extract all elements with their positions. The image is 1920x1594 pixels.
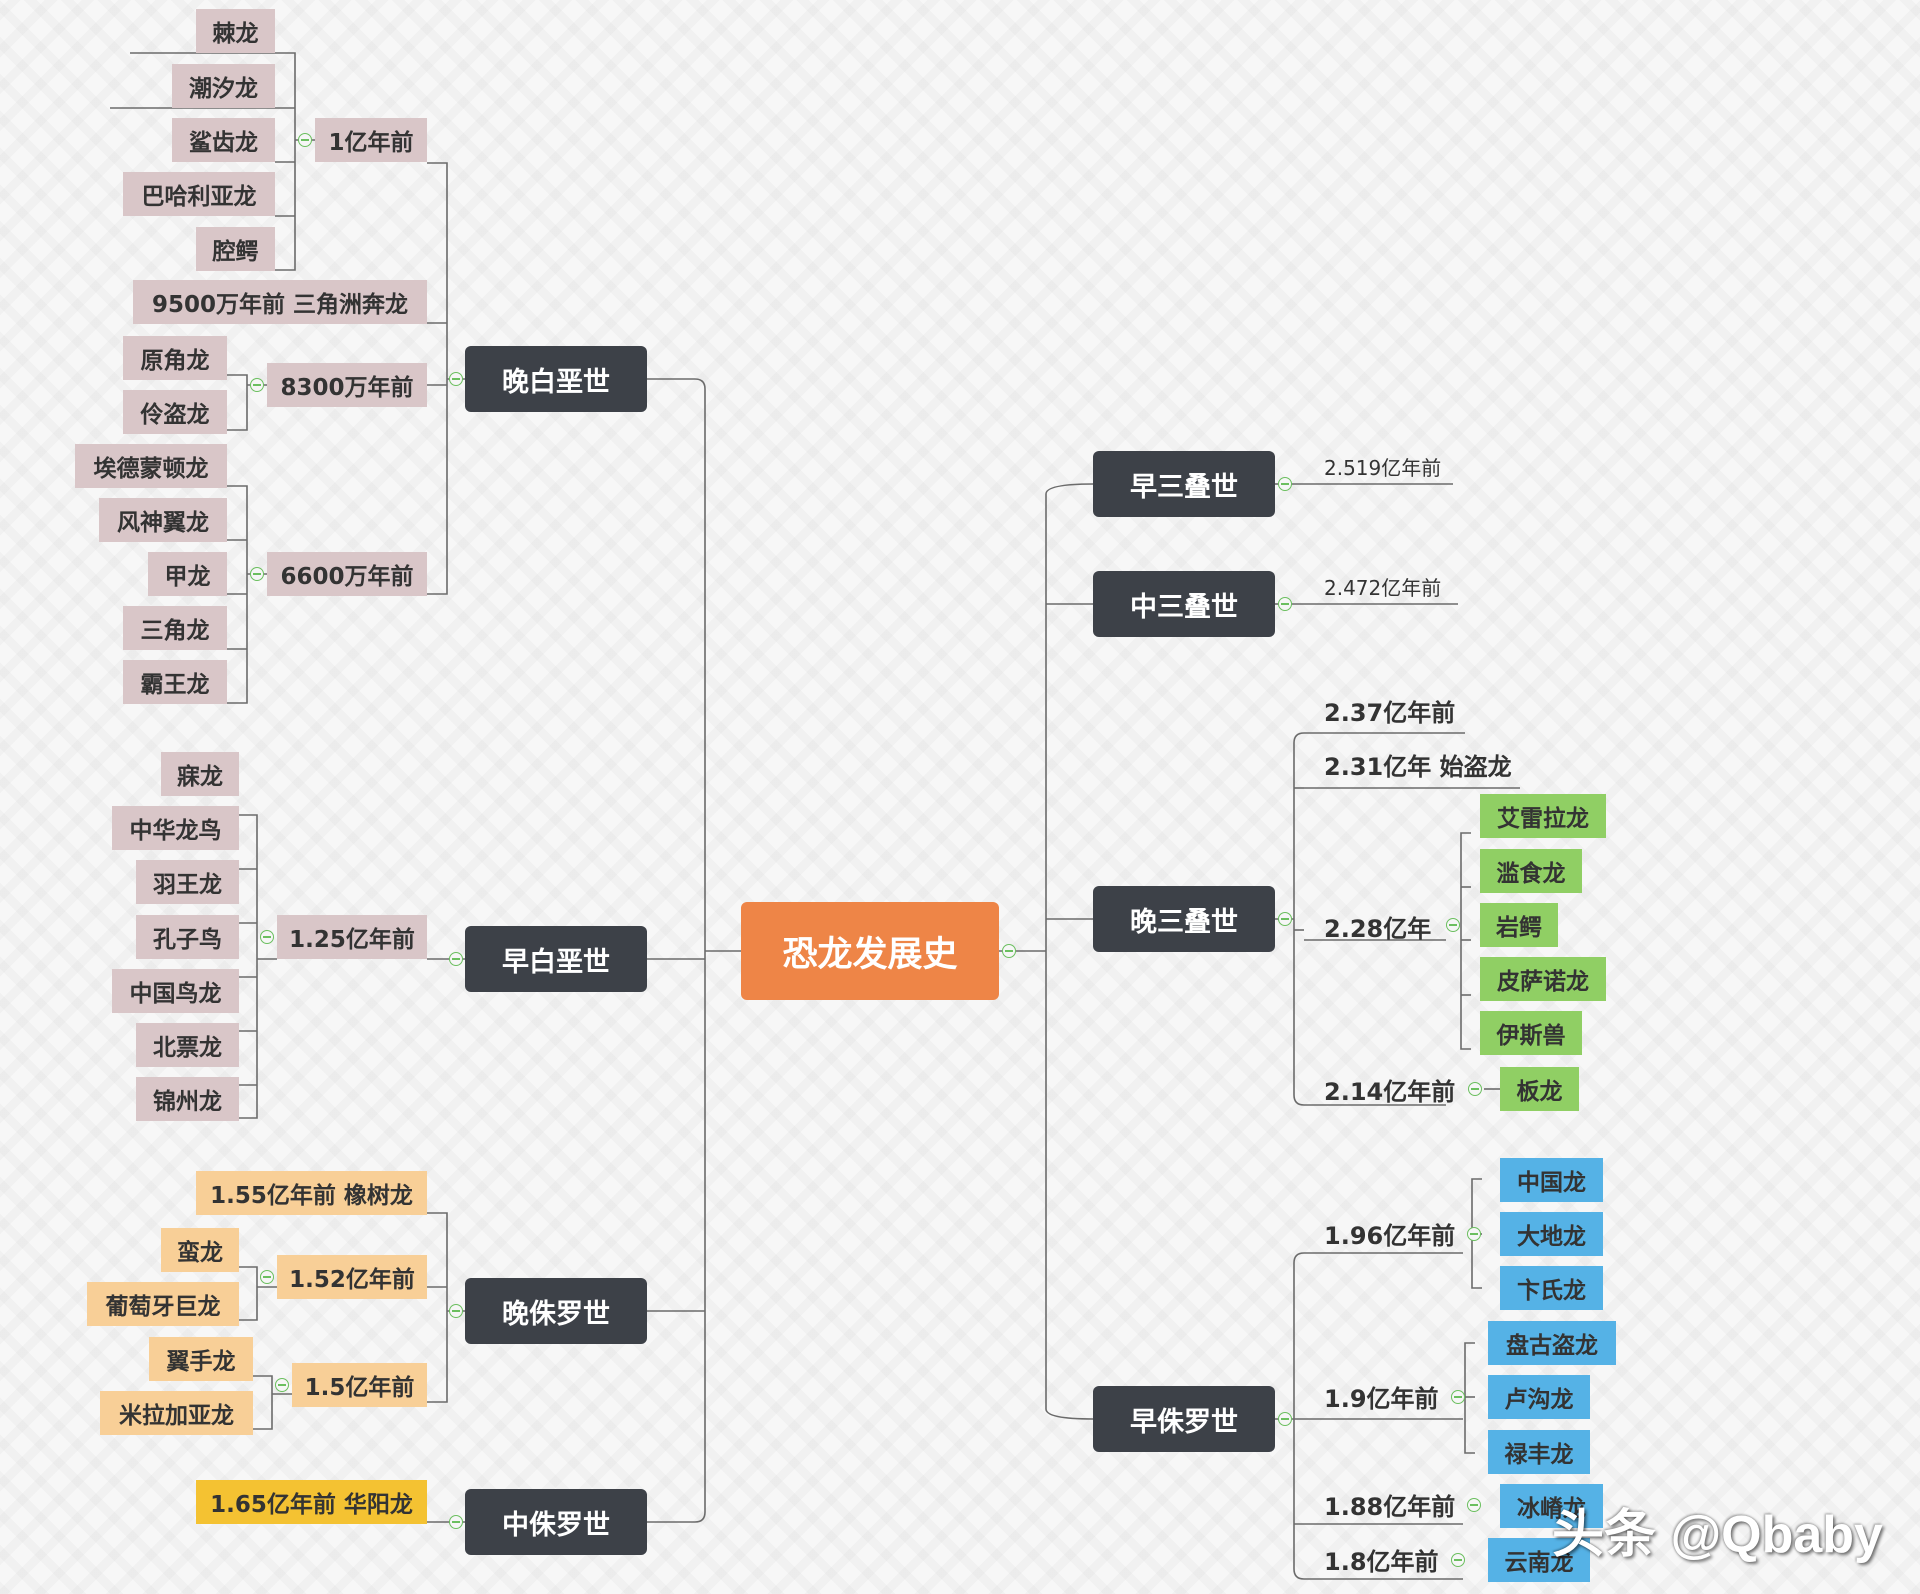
era-late-cretaceous[interactable]: 晚白垩世 bbox=[465, 346, 647, 412]
era-middle-jurassic[interactable]: 中侏罗世 bbox=[465, 1489, 647, 1555]
dinosaur-node[interactable]: 艾雷拉龙 bbox=[1480, 794, 1606, 838]
dinosaur-node[interactable]: 风神翼龙 bbox=[99, 498, 227, 542]
dinosaur-node[interactable]: 巴哈利亚龙 bbox=[123, 172, 275, 216]
collapse-icon[interactable] bbox=[250, 567, 264, 581]
collapse-icon[interactable] bbox=[1446, 918, 1460, 932]
time-label[interactable]: 2.519亿年前 bbox=[1324, 455, 1442, 480]
dinosaur-node[interactable]: 伶盗龙 bbox=[123, 390, 227, 434]
dinosaur-node[interactable]: 冰嵴龙 bbox=[1500, 1484, 1603, 1528]
dinosaur-node[interactable]: 埃德蒙顿龙 bbox=[75, 444, 227, 488]
collapse-icon[interactable] bbox=[1451, 1553, 1465, 1567]
time-label[interactable]: 2.31亿年 始盗龙 bbox=[1324, 752, 1512, 781]
dinosaur-node[interactable]: 盘古盗龙 bbox=[1488, 1321, 1616, 1365]
time-node[interactable]: 9500万年前 三角洲奔龙 bbox=[133, 280, 427, 324]
collapse-icon[interactable] bbox=[1278, 1412, 1292, 1426]
collapse-icon[interactable] bbox=[1278, 912, 1292, 926]
collapse-icon[interactable] bbox=[298, 133, 312, 147]
dinosaur-node[interactable]: 伊斯兽 bbox=[1480, 1011, 1582, 1055]
collapse-icon[interactable] bbox=[1278, 597, 1292, 611]
dinosaur-node[interactable]: 葡萄牙巨龙 bbox=[87, 1282, 239, 1326]
time-node[interactable]: 8300万年前 bbox=[267, 363, 427, 407]
dinosaur-node[interactable]: 米拉加亚龙 bbox=[100, 1391, 253, 1435]
collapse-icon[interactable] bbox=[1467, 1498, 1481, 1512]
collapse-icon[interactable] bbox=[449, 952, 463, 966]
dinosaur-node[interactable]: 三角龙 bbox=[123, 606, 227, 650]
dinosaur-node[interactable]: 棘龙 bbox=[196, 9, 275, 53]
dinosaur-node[interactable]: 锦州龙 bbox=[136, 1077, 239, 1121]
collapse-icon[interactable] bbox=[449, 372, 463, 386]
root-topic[interactable]: 恐龙发展史 bbox=[741, 902, 999, 1000]
dinosaur-node[interactable]: 北票龙 bbox=[136, 1023, 239, 1067]
dinosaur-node[interactable]: 中国鸟龙 bbox=[112, 969, 239, 1013]
collapse-icon[interactable] bbox=[260, 1270, 274, 1284]
time-label[interactable]: 2.37亿年前 bbox=[1324, 698, 1456, 727]
collapse-icon[interactable] bbox=[275, 1378, 289, 1392]
collapse-icon[interactable] bbox=[1002, 944, 1016, 958]
time-label[interactable]: 2.28亿年 bbox=[1324, 914, 1432, 943]
dinosaur-node[interactable]: 中国龙 bbox=[1500, 1158, 1603, 1202]
era-early-jurassic[interactable]: 早侏罗世 bbox=[1093, 1386, 1275, 1452]
time-node[interactable]: 1.55亿年前 橡树龙 bbox=[196, 1171, 427, 1215]
collapse-icon[interactable] bbox=[250, 378, 264, 392]
dinosaur-node[interactable]: 卞氏龙 bbox=[1500, 1266, 1603, 1310]
collapse-icon[interactable] bbox=[1468, 1082, 1482, 1096]
dinosaur-node[interactable]: 中华龙鸟 bbox=[112, 806, 239, 850]
era-early-cretaceous[interactable]: 早白垩世 bbox=[465, 926, 647, 992]
time-node[interactable]: 1亿年前 bbox=[315, 118, 427, 162]
collapse-icon[interactable] bbox=[1451, 1390, 1465, 1404]
dinosaur-node[interactable]: 寐龙 bbox=[161, 752, 239, 796]
era-middle-triassic[interactable]: 中三叠世 bbox=[1093, 571, 1275, 637]
dinosaur-node[interactable]: 腔鳄 bbox=[196, 227, 275, 271]
dinosaur-node[interactable]: 孔子鸟 bbox=[136, 915, 239, 959]
dinosaur-node[interactable]: 禄丰龙 bbox=[1488, 1430, 1590, 1474]
time-label[interactable]: 2.14亿年前 bbox=[1324, 1077, 1456, 1106]
dinosaur-node[interactable]: 霸王龙 bbox=[123, 660, 227, 704]
dinosaur-node[interactable]: 皮萨诺龙 bbox=[1480, 957, 1606, 1001]
collapse-icon[interactable] bbox=[449, 1304, 463, 1318]
time-label[interactable]: 1.88亿年前 bbox=[1324, 1492, 1456, 1521]
dinosaur-node[interactable]: 翼手龙 bbox=[149, 1337, 253, 1381]
era-late-triassic[interactable]: 晚三叠世 bbox=[1093, 886, 1275, 952]
time-label[interactable]: 1.9亿年前 bbox=[1324, 1384, 1439, 1413]
time-node[interactable]: 1.52亿年前 bbox=[277, 1255, 427, 1299]
time-node[interactable]: 1.5亿年前 bbox=[292, 1363, 427, 1407]
dinosaur-node[interactable]: 大地龙 bbox=[1500, 1212, 1603, 1256]
dinosaur-node[interactable]: 潮汐龙 bbox=[172, 64, 275, 108]
dinosaur-node[interactable]: 蛮龙 bbox=[161, 1228, 239, 1272]
time-node[interactable]: 6600万年前 bbox=[267, 552, 427, 596]
collapse-icon[interactable] bbox=[1467, 1227, 1481, 1241]
dinosaur-node[interactable]: 岩鳄 bbox=[1480, 903, 1558, 947]
time-label[interactable]: 1.96亿年前 bbox=[1324, 1221, 1456, 1250]
era-late-jurassic[interactable]: 晚侏罗世 bbox=[465, 1278, 647, 1344]
dinosaur-node[interactable]: 云南龙 bbox=[1488, 1538, 1590, 1582]
collapse-icon[interactable] bbox=[449, 1515, 463, 1529]
dinosaur-node[interactable]: 原角龙 bbox=[123, 336, 227, 380]
dinosaur-node[interactable]: 羽王龙 bbox=[136, 860, 239, 904]
time-label[interactable]: 2.472亿年前 bbox=[1324, 575, 1442, 600]
era-early-triassic[interactable]: 早三叠世 bbox=[1093, 451, 1275, 517]
time-node[interactable]: 1.25亿年前 bbox=[277, 915, 427, 959]
time-node[interactable]: 1.65亿年前 华阳龙 bbox=[196, 1480, 427, 1524]
collapse-icon[interactable] bbox=[1278, 477, 1292, 491]
dinosaur-node[interactable]: 卢沟龙 bbox=[1488, 1375, 1590, 1419]
dinosaur-node[interactable]: 甲龙 bbox=[148, 552, 227, 596]
time-label[interactable]: 1.8亿年前 bbox=[1324, 1547, 1439, 1576]
collapse-icon[interactable] bbox=[260, 930, 274, 944]
dinosaur-node[interactable]: 鲨齿龙 bbox=[172, 118, 275, 162]
dinosaur-node[interactable]: 滥食龙 bbox=[1480, 849, 1582, 893]
dinosaur-node[interactable]: 板龙 bbox=[1500, 1067, 1579, 1111]
watermark: 头条 @Qbaby bbox=[1552, 1506, 1883, 1564]
